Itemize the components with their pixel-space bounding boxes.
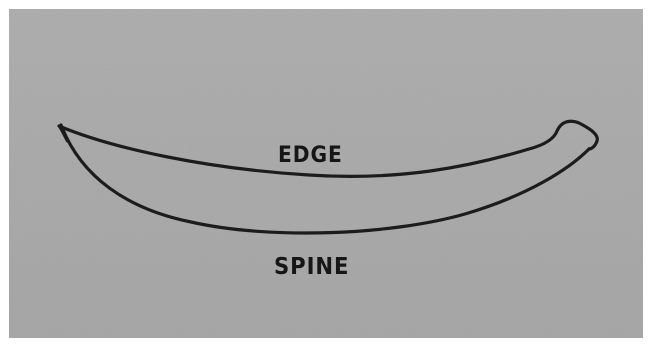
paper-sketch — [9, 9, 643, 338]
edge-label: EDGE — [278, 143, 343, 168]
spine-label: SPINE — [274, 254, 349, 280]
